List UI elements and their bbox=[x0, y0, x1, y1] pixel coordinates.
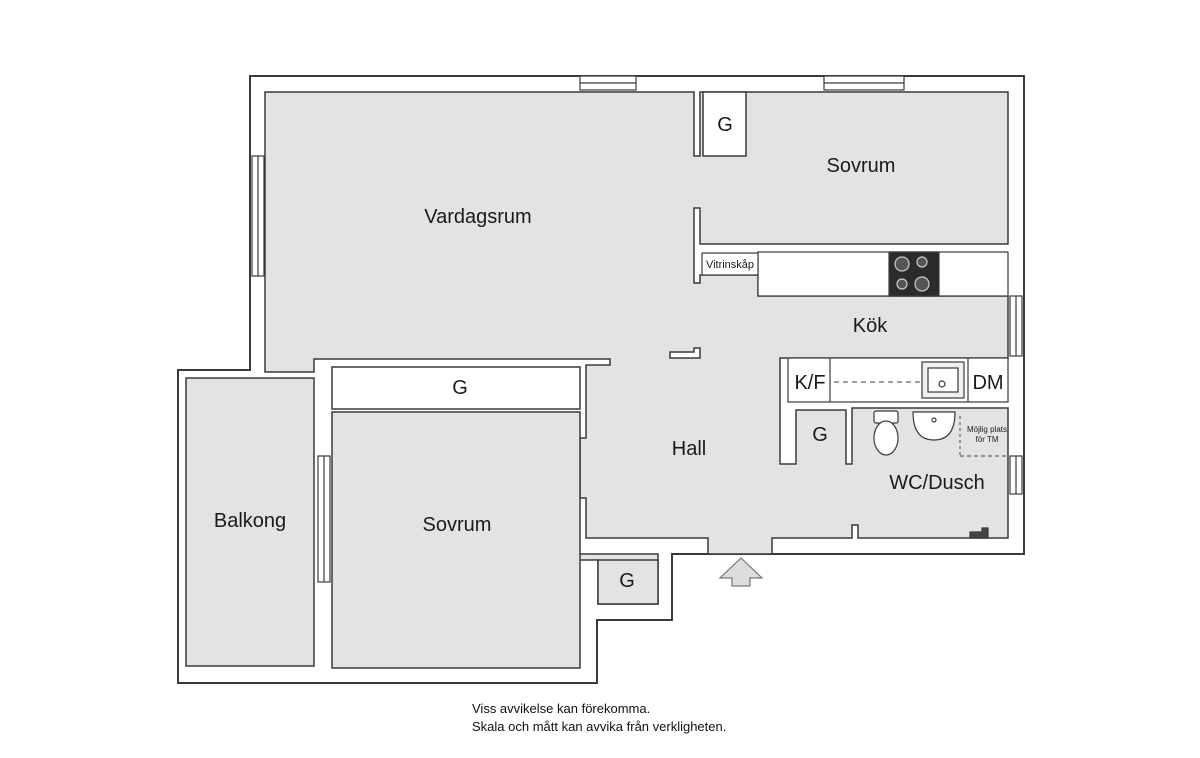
windows bbox=[251, 75, 1023, 583]
vitrinskap-cabinet bbox=[701, 252, 759, 276]
hob-icon bbox=[888, 251, 940, 297]
label-dm: DM bbox=[972, 372, 1003, 394]
floor-areas bbox=[185, 91, 1009, 669]
disclaimer-line-2: Skala och mått kan avvika från verklighe… bbox=[472, 719, 727, 734]
label-kf: K/F bbox=[794, 372, 825, 394]
label-balkong: Balkong bbox=[214, 510, 286, 532]
vardagsrum-floor bbox=[264, 91, 1009, 555]
label-sovrum-bottom: Sovrum bbox=[423, 514, 492, 536]
label-kok: Kök bbox=[853, 315, 888, 337]
wc-fixtures bbox=[873, 410, 1006, 539]
label-wc: WC/Dusch bbox=[889, 472, 985, 494]
closets bbox=[331, 91, 747, 605]
balkong-floor bbox=[185, 377, 315, 667]
label-tm-1: Möjlig plats bbox=[967, 425, 1007, 434]
floor-drain-icon bbox=[969, 527, 989, 539]
lower-counter bbox=[787, 357, 1009, 403]
closet-mid bbox=[331, 366, 581, 410]
label-g-mid: G bbox=[452, 377, 468, 399]
washbasin-icon bbox=[912, 411, 956, 441]
interior-walls bbox=[669, 347, 701, 359]
closet-top bbox=[702, 91, 747, 157]
label-g-wc: G bbox=[812, 424, 828, 446]
disclaimer-line-1: Viss avvikelse kan förekomma. bbox=[472, 701, 651, 716]
kitchen bbox=[701, 251, 1009, 403]
label-sovrum-top: Sovrum bbox=[827, 155, 896, 177]
label-vardagsrum: Vardagsrum bbox=[424, 206, 531, 228]
label-g-bottom: G bbox=[619, 570, 635, 592]
label-vitrinskap: Vitrinskåp bbox=[706, 259, 754, 271]
closet-bottom bbox=[597, 559, 659, 605]
label-tm-2: för TM bbox=[976, 435, 999, 444]
upper-counter bbox=[757, 251, 1009, 297]
toilet-icon bbox=[873, 420, 899, 456]
label-hall: Hall bbox=[672, 438, 706, 460]
disclaimer: Viss avvikelse kan förekomma. Skala och … bbox=[472, 700, 726, 736]
entrance-arrow-icon bbox=[718, 557, 764, 587]
label-g-top: G bbox=[717, 114, 733, 136]
